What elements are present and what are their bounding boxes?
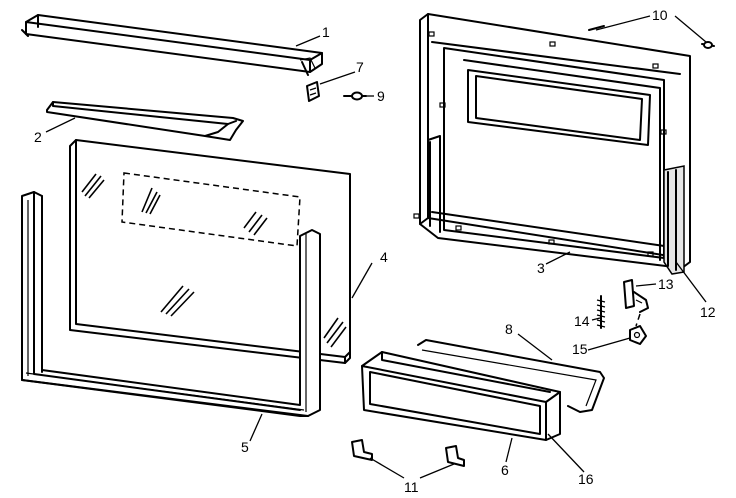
hinge-cam (629, 313, 647, 345)
part-label: 4 (380, 249, 388, 265)
leader-3 (545, 251, 571, 265)
leader-12 (675, 261, 707, 303)
drawer-clips (351, 439, 465, 467)
part-label: 13 (658, 276, 674, 292)
part-label: 2 (34, 129, 42, 145)
part-label: 12 (700, 304, 716, 320)
small-clip (306, 81, 320, 102)
part-label: 3 (537, 260, 545, 276)
part-label: 7 (356, 59, 364, 75)
top-trim-bar (21, 14, 323, 76)
leader-15 (587, 337, 631, 351)
part-label: 9 (377, 88, 385, 104)
glass-reflection-marks (81, 173, 347, 348)
leader-2 (45, 117, 76, 133)
hinge-bracket (623, 279, 649, 313)
door-frame (21, 191, 321, 417)
leader-10b (674, 15, 707, 43)
leader-7 (319, 71, 356, 85)
part-label: 5 (241, 439, 249, 455)
leader-5 (249, 413, 263, 442)
part-label: 11 (404, 479, 419, 495)
leader-1 (295, 35, 321, 47)
part-label: 15 (572, 341, 588, 357)
lower-trim-strip (46, 101, 244, 141)
mounting-holes (413, 31, 667, 257)
leader-16 (547, 433, 585, 473)
screw-10 (588, 25, 715, 49)
part-label: 1 (322, 24, 330, 40)
screw-9 (343, 91, 367, 101)
leader-13 (635, 283, 657, 287)
leader-14 (591, 317, 601, 321)
leader-11b (419, 463, 455, 479)
part-label: 16 (578, 471, 594, 487)
leader-6 (505, 437, 513, 463)
leader-4 (351, 262, 373, 299)
leader-10a (595, 15, 651, 31)
spring (596, 295, 606, 329)
part-labels: 1 2 3 4 5 6 7 8 9 10 11 12 13 14 15 16 (34, 7, 716, 495)
part-label: 8 (505, 321, 513, 337)
part-label: 10 (652, 7, 668, 23)
drawer-box (361, 351, 561, 441)
part-label: 14 (574, 313, 590, 329)
glass-panel (69, 139, 351, 364)
gasket (417, 339, 605, 413)
leader-8 (517, 333, 553, 361)
inner-door-panel (413, 13, 691, 275)
leader-11a (369, 457, 405, 479)
part-label: 6 (501, 462, 509, 478)
